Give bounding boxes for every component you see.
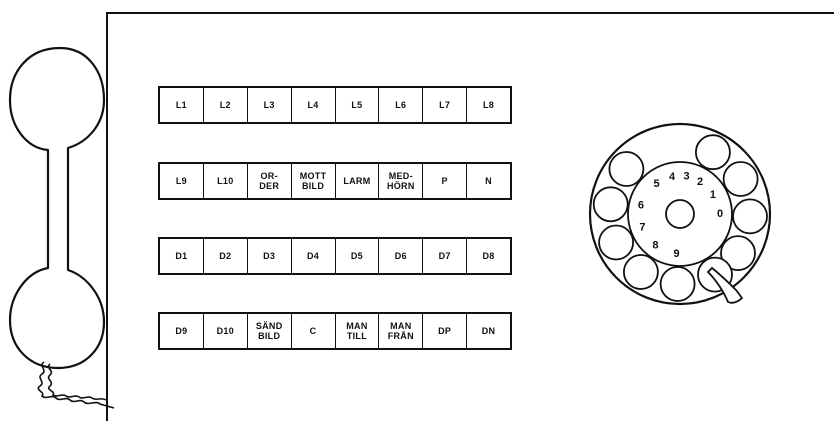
dial-digit-5: 5 (654, 178, 660, 190)
key-l1[interactable]: L1 (160, 88, 204, 122)
key-larm[interactable]: LARM (336, 164, 380, 198)
dial-digit-0: 0 (717, 208, 723, 220)
key-d3[interactable]: D3 (248, 239, 292, 273)
key-d1[interactable]: D1 (160, 239, 204, 273)
key-dp[interactable]: DP (423, 314, 468, 348)
dial-digit-7: 7 (639, 222, 645, 234)
finger-hole[interactable] (608, 151, 645, 187)
key-c[interactable]: C (292, 314, 336, 348)
key-d7[interactable]: D7 (423, 239, 468, 273)
key-d9[interactable]: D9 (160, 314, 204, 348)
finger-hole[interactable] (623, 254, 659, 290)
key-l8[interactable]: L8 (483, 100, 495, 110)
key-l3[interactable]: L3 (248, 88, 292, 122)
finger-stop (706, 266, 744, 304)
finger-hole[interactable] (732, 198, 768, 235)
key-row-2: L9 L10 OR- DER MOTT BILD LARM MED- HÖRN … (158, 162, 512, 200)
key-man-till[interactable]: MAN TILL (336, 314, 380, 348)
key-row-3: D1 D2 D3 D4 D5 D6 D7 D8 (158, 237, 512, 275)
key-d4[interactable]: D4 (292, 239, 336, 273)
dial-digit-3: 3 (684, 171, 690, 183)
key-d5[interactable]: D5 (336, 239, 380, 273)
key-l4[interactable]: L4 (292, 88, 336, 122)
dial-digit-1: 1 (710, 189, 716, 201)
key-man-fran[interactable]: MAN FRÅN (379, 314, 424, 348)
key-p[interactable]: P (423, 164, 468, 198)
finger-hole[interactable] (722, 161, 759, 197)
key-row-4: D9 D10 SÄND BILD C MAN TILL MAN FRÅN DP … (158, 312, 512, 350)
finger-hole[interactable] (598, 224, 634, 261)
key-l9[interactable]: L9 (160, 164, 204, 198)
key-order[interactable]: OR- DER (248, 164, 292, 198)
key-l7[interactable]: L7 (423, 88, 468, 122)
finger-hole[interactable] (695, 134, 731, 171)
key-d10[interactable]: D10 (204, 314, 248, 348)
key-l5[interactable]: L5 (336, 88, 380, 122)
dial-digit-2: 2 (697, 176, 703, 188)
key-l2[interactable]: L2 (204, 88, 248, 122)
key-l10[interactable]: L10 (204, 164, 248, 198)
telephone-handset (8, 46, 106, 370)
console-panel-outline (106, 12, 834, 421)
dial-digit-4: 4 (669, 171, 676, 183)
key-sand-bild[interactable]: SÄND BILD (248, 314, 292, 348)
dial-digit-8: 8 (652, 240, 658, 252)
key-d2[interactable]: D2 (204, 239, 248, 273)
dial-digit-6: 6 (638, 200, 644, 212)
key-l6[interactable]: L6 (379, 88, 424, 122)
key-medhorn[interactable]: MED- HÖRN (379, 164, 424, 198)
key-row-1: L1 L2 L3 L4 L5 L6 L7 L8 (158, 86, 512, 124)
key-n[interactable]: N (485, 176, 492, 186)
finger-hole[interactable] (592, 186, 629, 223)
handset-earpiece (8, 46, 106, 370)
finger-hole[interactable] (720, 235, 756, 272)
dial-center-hub (665, 199, 695, 229)
handset-coiled-cord (37, 361, 115, 409)
dial-digit-9: 9 (673, 248, 679, 260)
key-mott-bild[interactable]: MOTT BILD (292, 164, 336, 198)
finger-hole[interactable] (659, 266, 696, 302)
key-dn[interactable]: DN (481, 326, 496, 336)
key-d8[interactable]: D8 (482, 251, 495, 261)
key-d6[interactable]: D6 (379, 239, 424, 273)
finger-holes (592, 134, 768, 302)
